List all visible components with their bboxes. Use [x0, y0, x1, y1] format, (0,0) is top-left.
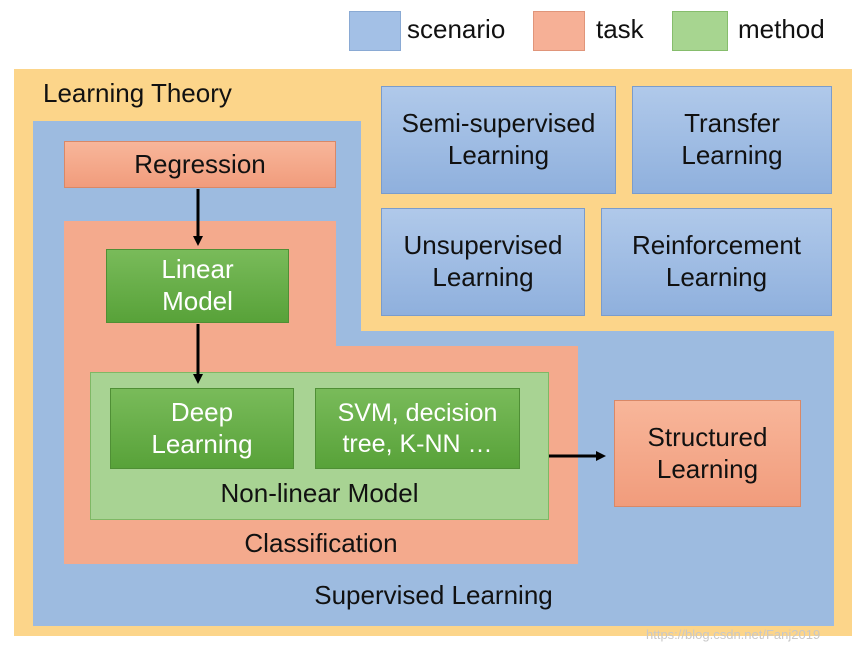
legend-swatch-scenario	[349, 11, 401, 51]
transfer-learning-label: Transfer Learning	[681, 108, 783, 170]
legend-swatch-task	[533, 11, 585, 51]
semi-supervised-learning-label: Semi-supervised Learning	[401, 108, 596, 170]
learning-theory-title: Learning Theory	[43, 78, 232, 108]
structured-learning-box: Structured Learning	[614, 400, 801, 507]
classification-label: Classification	[244, 528, 398, 558]
deep-learning-box: Deep Learning	[110, 388, 294, 469]
legend-label-method: method	[738, 14, 825, 44]
semi-supervised-learning-box: Semi-supervised Learning	[381, 86, 616, 194]
unsupervised-learning-box: Unsupervised Learning	[381, 208, 585, 316]
transfer-learning-box: Transfer Learning	[632, 86, 832, 194]
unsupervised-learning-label: Unsupervised Learning	[403, 230, 563, 292]
reinforcement-learning-box: Reinforcement Learning	[601, 208, 832, 316]
supervised-learning-label: Supervised Learning	[314, 580, 553, 610]
regression-label: Regression	[134, 148, 266, 179]
nonlinear-model-label: Non-linear Model	[220, 478, 419, 508]
svm-decision-tree-knn-box: SVM, decision tree, K-NN …	[315, 388, 520, 469]
svm-decision-tree-knn-label: SVM, decision tree, K-NN …	[337, 399, 498, 458]
regression-box: Regression	[64, 141, 336, 188]
legend: scenario task method	[0, 0, 868, 60]
deep-learning-label: Deep Learning	[151, 396, 253, 459]
structured-learning-label: Structured Learning	[647, 421, 768, 484]
reinforcement-learning-label: Reinforcement Learning	[631, 230, 802, 292]
watermark: https://blog.csdn.net/Fanj2019	[646, 627, 821, 642]
linear-model-box: Linear Model	[106, 249, 289, 323]
legend-label-scenario: scenario	[407, 14, 506, 44]
legend-label-task: task	[596, 14, 644, 44]
legend-swatch-method	[672, 11, 728, 51]
linear-model-label: Linear Model	[161, 254, 234, 316]
